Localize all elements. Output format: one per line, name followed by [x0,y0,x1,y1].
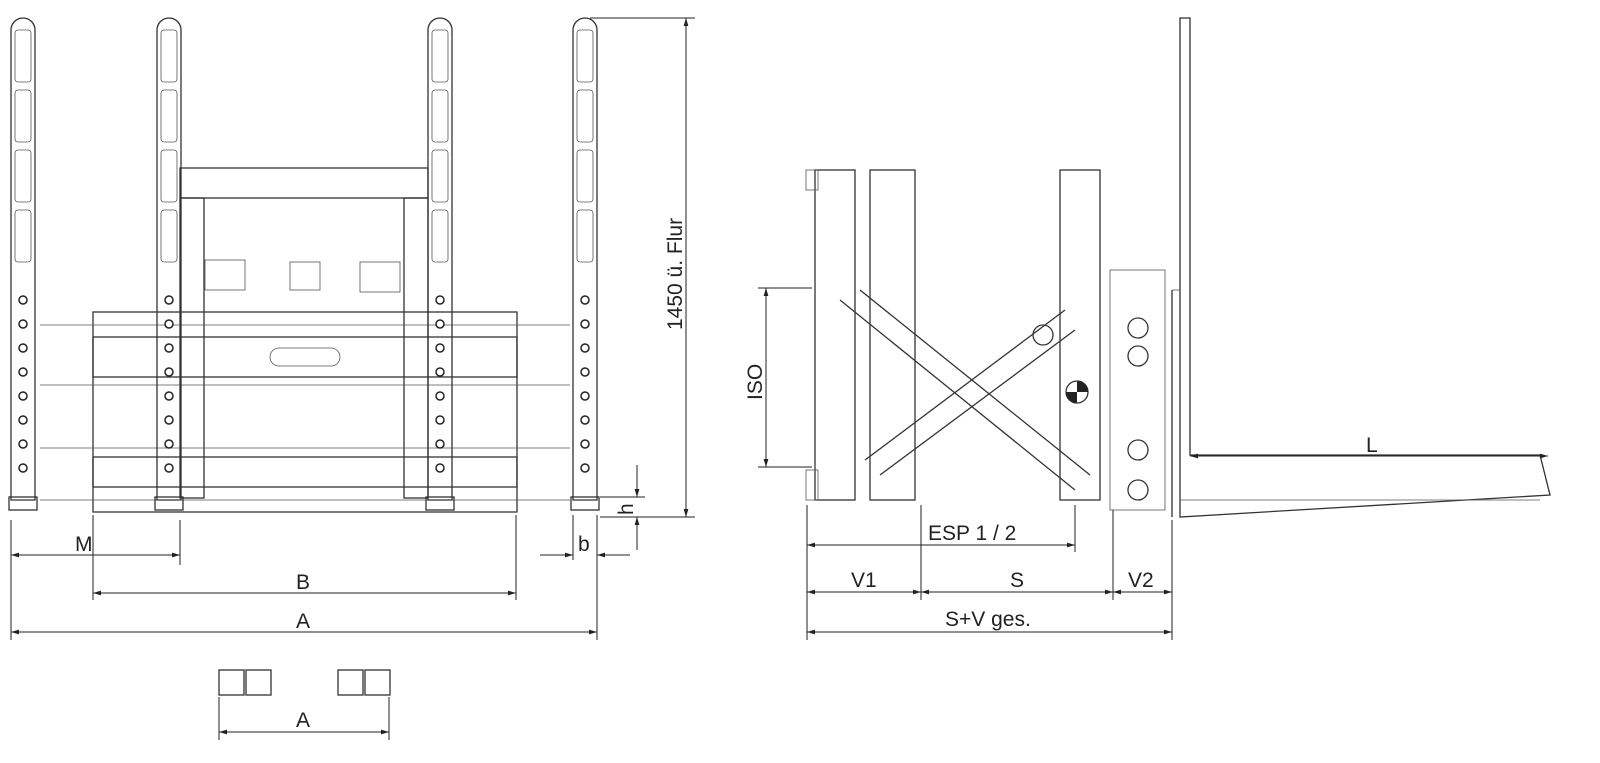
fork-hole [18,367,28,377]
fork-slot [160,149,178,203]
fork-hole [580,415,590,425]
dim-V2-label: V2 [1128,569,1154,592]
fork-hole [164,439,174,449]
fork-foot [8,496,38,511]
dim-M-label: M [75,533,93,556]
scissor-arm-2 [864,309,1066,461]
fork-hole [164,415,174,425]
fork-tine [1179,17,1551,518]
fork-slot [14,29,32,83]
side-view [805,17,1551,518]
fork-hole [164,343,174,353]
dim-height-label: 1450 ü. Flur [664,218,687,330]
fork-tine-4 [572,17,598,501]
fork-hole [18,391,28,401]
dim-ISO-label: ISO [744,364,767,400]
fork-hole [435,463,445,473]
fork-foot [154,496,184,511]
fork-slot [576,89,594,143]
dim-S-label: S [1010,569,1024,592]
front-dimensions: M B A b h 1450 ü. Flur [10,17,695,640]
side-dimensions: ISO ESP 1 / 2 V1 S V2 S+V ges. L [744,287,1548,640]
fork-tine-2 [156,17,182,501]
front-view [8,17,600,513]
fork-slot [431,149,449,203]
fork-hole [435,439,445,449]
fork-slot [160,89,178,143]
brand-logo [269,347,341,367]
fork-hole [18,439,28,449]
fork-hole [18,319,28,329]
fork-hole [580,295,590,305]
fork-hole [580,319,590,329]
fork-hole [18,343,28,353]
dim-total-label: S+V ges. [945,608,1031,631]
scissor-arm-1 [839,299,1076,491]
left-post [179,197,205,499]
fork-foot [425,496,455,511]
fork-hole [18,415,28,425]
fork-hole [164,319,174,329]
right-post [403,197,429,499]
fork-hole [580,463,590,473]
fork-hole [435,343,445,353]
forks [8,17,600,511]
fork-slot [14,209,32,263]
fork-hole [18,463,28,473]
fork-hole [164,391,174,401]
fork-hole [164,295,174,305]
fork-slot [14,149,32,203]
fork-hole [580,367,590,377]
top-frame [179,167,429,199]
fork-hole [580,391,590,401]
fork-foot [570,496,600,511]
dim-h-label: h [615,503,638,515]
fork-slot [576,149,594,203]
fork-slot [431,29,449,83]
fork-detail: A [218,669,391,740]
fork-slot [431,89,449,143]
dim-V1-label: V1 [851,569,877,592]
cross-beam-lower [92,456,518,488]
fork-hole [18,295,28,305]
fork-slot [14,89,32,143]
fork-hole [580,343,590,353]
dim-L-label: L [1366,434,1378,457]
fork-hole [435,391,445,401]
cross-beam-upper [92,336,518,378]
carriage-body [92,311,518,513]
fork-slot [576,209,594,263]
fork-detail-dim-A-label: A [296,709,310,732]
fork-hole [164,367,174,377]
fork-hole [435,295,445,305]
fork-slot [160,209,178,263]
dim-ESP-label: ESP 1 / 2 [928,522,1016,545]
fork-hole [164,463,174,473]
right-carriage [1059,169,1101,501]
dim-A-label: A [296,610,310,633]
fork-hole [580,439,590,449]
fork-slot [576,29,594,83]
fork-slot [431,209,449,263]
dim-B-label: B [296,571,310,594]
fork-slot [160,29,178,83]
fork-tine-3 [427,17,453,501]
dim-b-label: b [578,533,590,556]
fork-carriage [1109,269,1166,511]
fork-tine-1 [10,17,36,501]
left-carriage-front [814,169,856,501]
fork-hole [435,415,445,425]
fork-hole [435,367,445,377]
fork-hole [435,319,445,329]
